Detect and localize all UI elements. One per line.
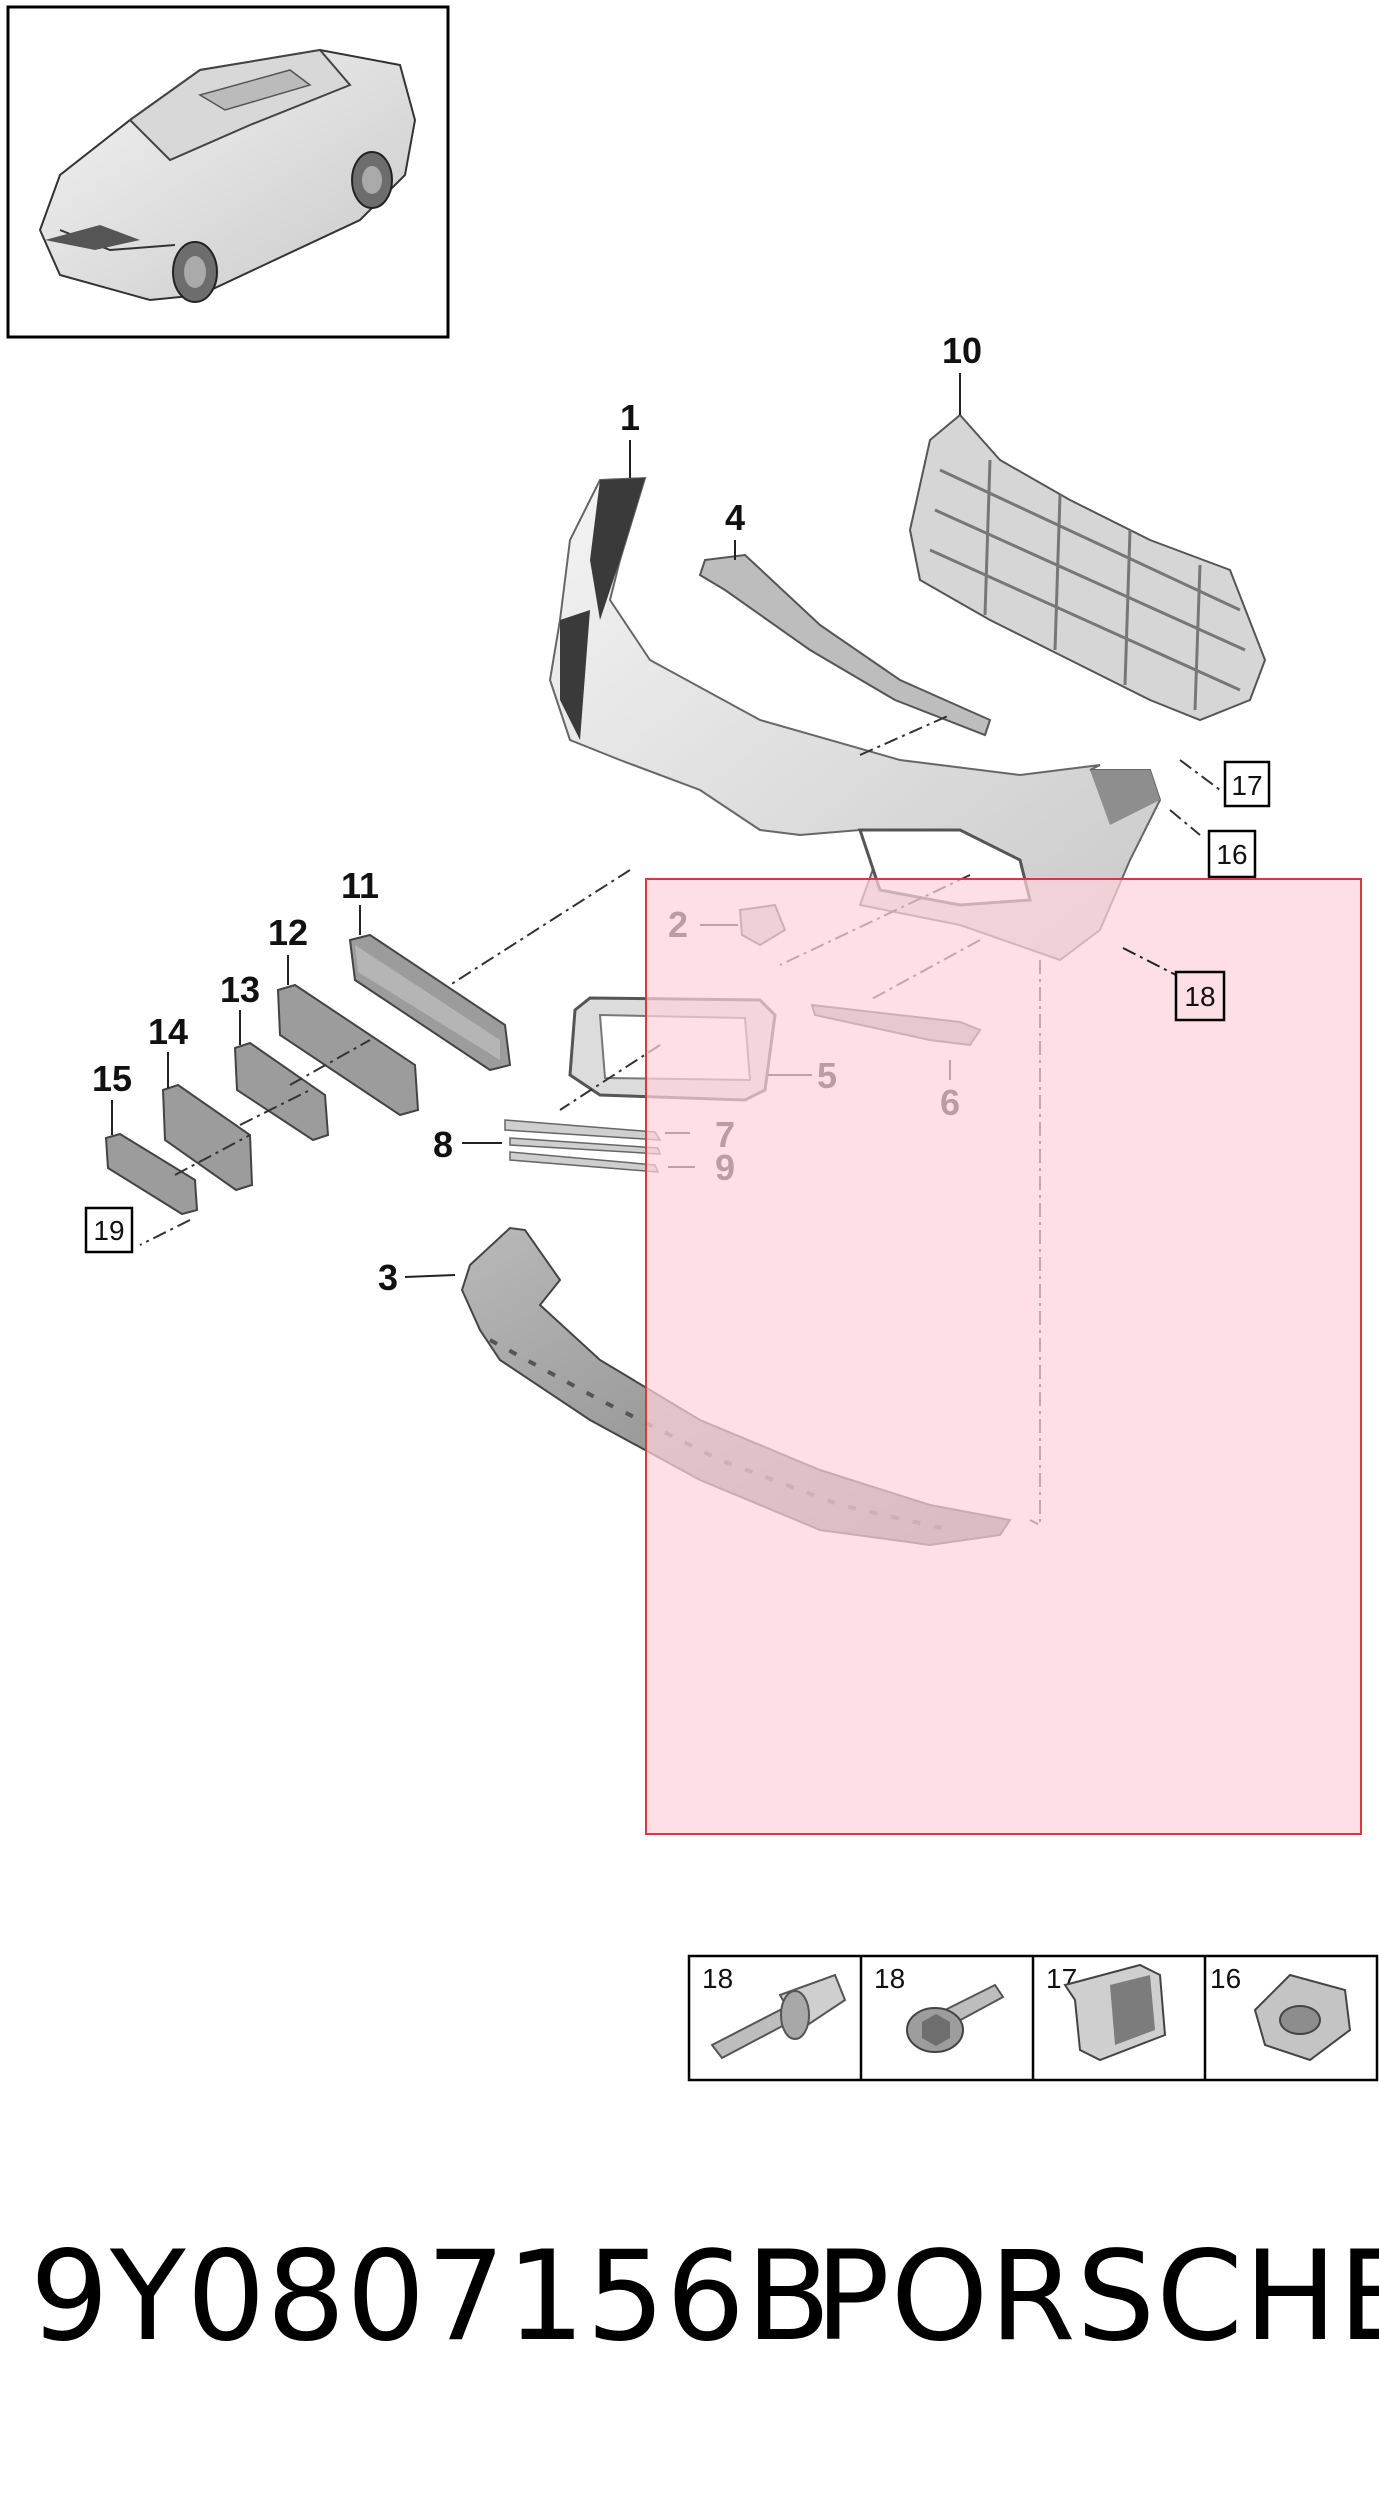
ref-box-16-label: 16 [1216,839,1247,870]
callout-11: 11 [341,865,379,906]
brand-name: PORSCHE [815,2225,1379,2369]
part-12-plate-bracket [276,983,420,1117]
push-rivet-icon [710,1973,847,2060]
bolt-icon [906,1983,1005,2053]
bracket-clip-icon [1063,1963,1167,2062]
ref-box-19: 19 [84,1206,134,1254]
callout-13: 13 [220,969,260,1010]
part-4-strip [698,553,992,737]
callout-14: 14 [148,1011,188,1052]
ref-box-18-label: 18 [1184,981,1215,1012]
ref-box-19-label: 19 [93,1215,124,1246]
part-8-molding [504,1119,662,1141]
callout-4: 4 [725,497,745,538]
part-15-plate-bracket [104,1132,199,1216]
fastener-cell-1: 18 [702,1963,847,2060]
fastener-cell-2: 18 [874,1963,1005,2053]
part-7-molding [509,1137,662,1155]
callout-10: 10 [942,330,982,371]
fastener-cell-3: 17 [1046,1963,1167,2062]
callout-1: 1 [620,397,640,438]
part-10-grille-carrier [908,413,1267,722]
part-9-molding [509,1151,660,1173]
callout-8: 8 [433,1124,453,1165]
fastener-cell-4: 16 [1210,1963,1352,2062]
fastener-cell-1-label: 18 [702,1963,733,1994]
highlight-region [645,878,1362,1835]
callout-3: 3 [378,1257,398,1298]
clip-nut-icon [1253,1973,1352,2062]
fastener-cell-2-label: 18 [874,1963,905,1994]
callout-12: 12 [268,912,308,953]
ref-box-17-label: 17 [1231,770,1262,801]
part-11-plate-bracket [348,933,512,1072]
ref-box-17: 17 [1223,760,1271,808]
part-14-plate-bracket [161,1083,254,1192]
vehicle-thumbnail [6,5,450,339]
callout-15: 15 [92,1058,132,1099]
fastener-cell-4-label: 16 [1210,1963,1241,1994]
part-number: 9Y0807156B [30,2225,832,2369]
fastener-table: 18 18 17 16 [687,1954,1379,2082]
ref-box-18: 18 [1122,947,1226,1022]
part-13-plate-bracket [233,1041,330,1142]
ref-box-16: 16 [1207,829,1257,879]
